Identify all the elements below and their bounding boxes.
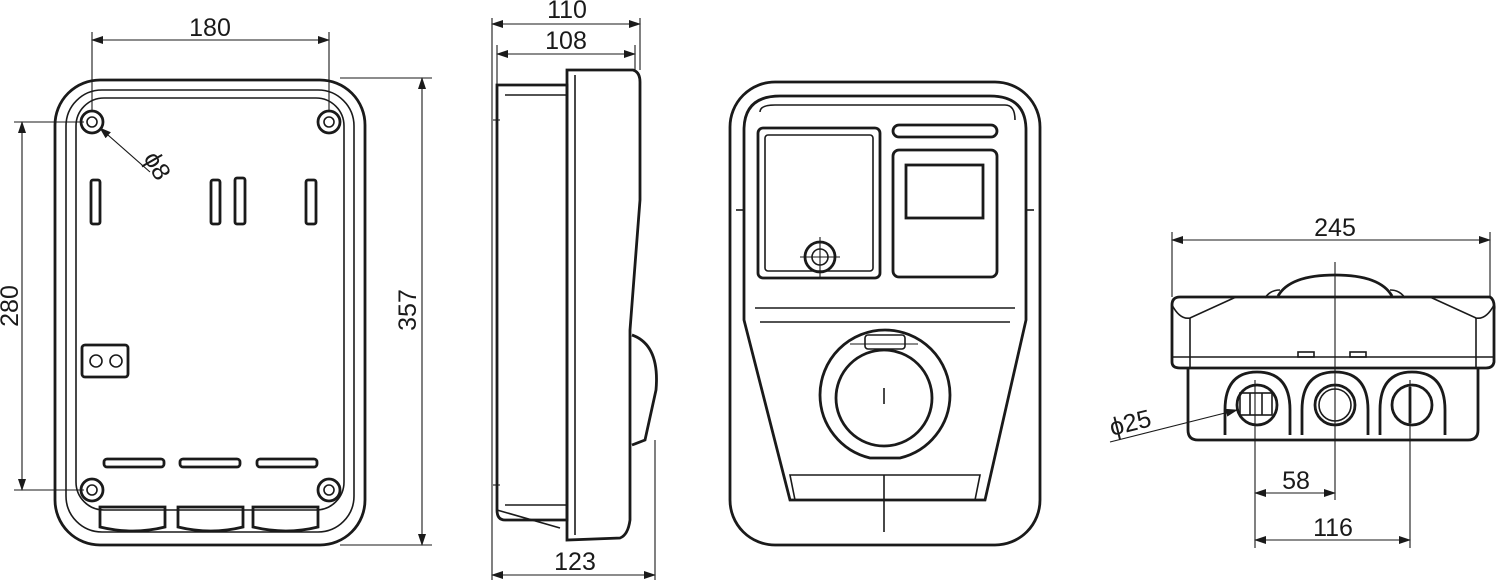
display-frame — [891, 148, 999, 279]
dim-phi25: ϕ25 — [1107, 405, 1154, 442]
front-view — [728, 80, 1042, 547]
dim-108: 108 — [545, 27, 587, 55]
dim-58: 58 — [1282, 467, 1310, 495]
dim-phi8: ϕ8 — [138, 147, 176, 185]
bottom-view: 245 58 116 ϕ25 — [1107, 214, 1496, 548]
dim-357: 357 — [394, 289, 422, 331]
rail-slots — [89, 176, 318, 226]
back-view: 180 280 357 ϕ8 — [0, 14, 432, 547]
dim-110: 110 — [547, 0, 587, 24]
charging-socket — [818, 328, 952, 460]
dim-123: 123 — [554, 548, 596, 576]
dim-245: 245 — [1314, 214, 1356, 242]
cable-clamp — [80, 343, 130, 379]
side-view: 110 108 123 — [491, 0, 658, 580]
bottom-slots — [98, 457, 320, 533]
display-screen — [904, 163, 985, 220]
dim-280: 280 — [0, 285, 24, 327]
rfid-window — [756, 126, 882, 280]
dim-180: 180 — [189, 14, 231, 42]
mounting-holes — [79, 109, 342, 503]
dim-116: 116 — [1313, 514, 1353, 542]
status-led-bar — [891, 123, 999, 139]
